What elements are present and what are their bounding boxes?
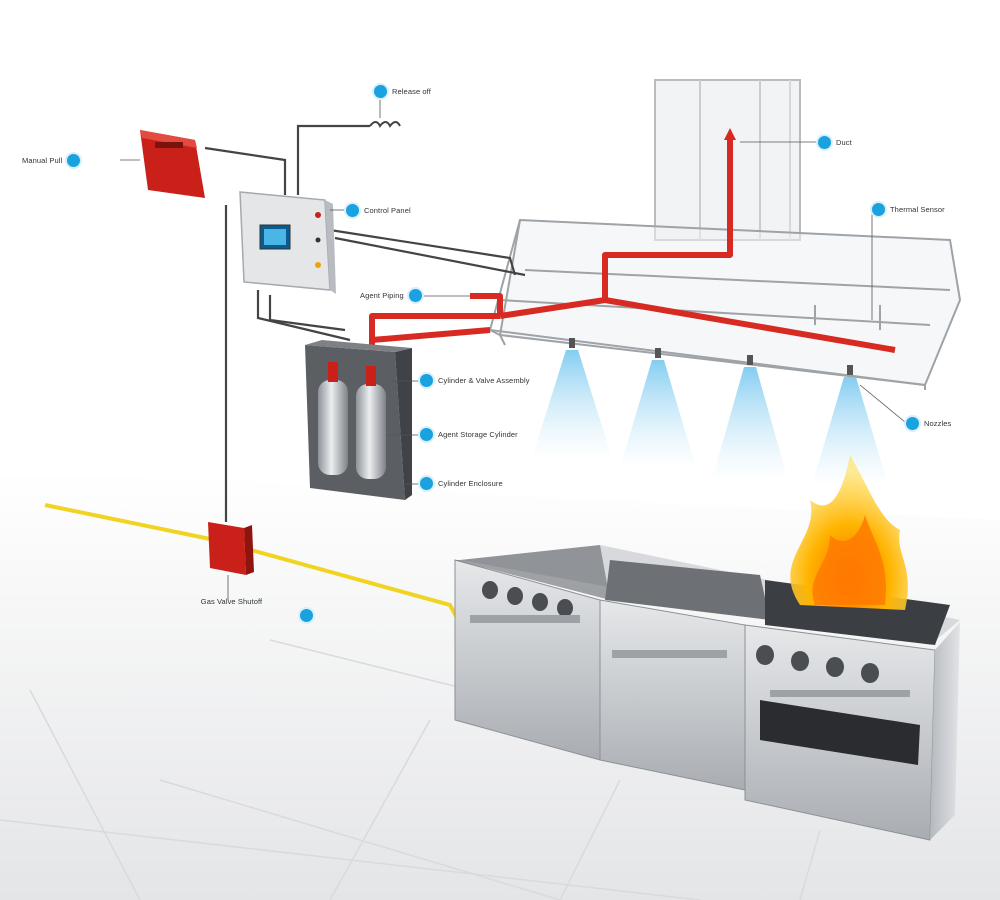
callout-manual-pull: Manual Pull: [22, 154, 81, 167]
label-agent-storage: Agent Storage Cylinder: [438, 430, 518, 439]
control-panel: [239, 191, 336, 294]
nozzle-spray-group: [532, 338, 888, 485]
callout-cylinder-valve: Cylinder & Valve Assembly: [420, 374, 530, 387]
label-duct: Duct: [836, 138, 852, 147]
manual-pull-station: [140, 130, 205, 198]
callout-marker-icon: [818, 136, 831, 149]
callout-marker-icon: [300, 609, 313, 622]
label-cylinder-valve: Cylinder & Valve Assembly: [438, 376, 530, 385]
callout-marker-icon: [408, 289, 422, 302]
label-manual-pull: Manual Pull: [22, 156, 63, 165]
label-thermal-sensor: Thermal Sensor: [890, 205, 945, 214]
callout-marker-icon: [420, 477, 433, 490]
callout-cylinder-enclosure: Cylinder Enclosure: [420, 477, 503, 490]
label-control-panel: Control Panel: [364, 206, 411, 215]
label-agent-piping: Agent Piping: [360, 291, 404, 300]
callout-marker-icon: [872, 203, 885, 216]
gas-line: [44, 503, 460, 621]
cylinder-enclosure: [305, 340, 412, 500]
callout-marker-icon: [67, 154, 81, 167]
callout-marker-icon: [420, 428, 433, 441]
callout-thermal-sensor: Thermal Sensor: [872, 203, 945, 216]
callout-agent-piping: Agent Piping: [360, 289, 422, 302]
callout-marker-icon: [906, 417, 919, 430]
mechanical-release-cable: [369, 121, 401, 128]
label-mechanical-release: Release off: [392, 87, 431, 96]
duct-nozzle: [724, 128, 736, 140]
label-gas-valve: Gas Valve Shutoff: [200, 597, 263, 606]
gas-valve-box: [208, 522, 254, 575]
callout-marker-icon: [346, 204, 359, 217]
callout-duct: Duct: [818, 136, 852, 149]
callout-mechanical-release: Release off: [374, 85, 431, 98]
label-nozzles: Nozzles: [924, 419, 952, 428]
control-wiring: [204, 124, 526, 522]
label-cylinder-enclosure: Cylinder Enclosure: [438, 479, 503, 488]
callout-agent-storage: Agent Storage Cylinder: [420, 428, 518, 441]
callout-leaders: [120, 95, 906, 600]
callout-marker-icon: [374, 85, 387, 98]
callout-nozzles: Nozzles: [906, 417, 951, 430]
callout-gas-valve: Gas Valve Shutoff: [150, 597, 313, 622]
grease-fire: [790, 455, 908, 610]
callout-marker-icon: [420, 374, 433, 387]
agent-piping: [369, 140, 896, 353]
callout-control-panel: Control Panel: [346, 204, 411, 217]
cooking-line: [454, 545, 960, 841]
